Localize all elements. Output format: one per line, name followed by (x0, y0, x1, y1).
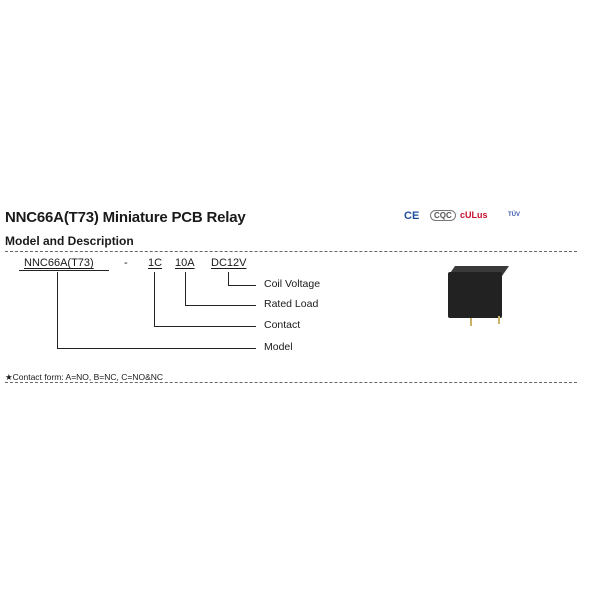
relay-photo (448, 272, 502, 318)
connector-model-h (57, 348, 256, 349)
connector-model-v (57, 272, 58, 348)
ce-mark-icon: CE (404, 210, 420, 222)
tuv-mark-icon: TÜV (508, 212, 520, 218)
section-heading: Model and Description (5, 234, 134, 248)
divider-bottom (5, 382, 577, 383)
code-dash: - (124, 257, 128, 269)
connector-contact-v (154, 272, 155, 326)
code-coil-voltage: DC12V (211, 257, 247, 269)
connector-coil-h (228, 285, 256, 286)
relay-pin (498, 316, 500, 324)
label-rated-load: Rated Load (264, 298, 319, 310)
contact-form-note: ★Contact form: A=NO, B=NC, C=NO&NC (5, 372, 164, 382)
label-contact: Contact (264, 319, 301, 331)
connector-contact-h (154, 326, 256, 327)
connector-coil-v (228, 272, 229, 285)
divider-top (5, 251, 577, 252)
code-model: NNC66A(T73) (24, 257, 94, 269)
relay-pin (470, 318, 472, 326)
label-model: Model (264, 341, 293, 353)
ul-mark-icon: cULus (460, 210, 488, 220)
cqc-mark-icon: CQC (430, 210, 456, 221)
page-title: NNC66A(T73) Miniature PCB Relay (5, 209, 246, 226)
label-coil-voltage: Coil Voltage (264, 278, 321, 290)
code-rated-load: 10A (175, 257, 195, 269)
connector-load-h (185, 305, 256, 306)
code-contact: 1C (148, 257, 163, 269)
connector-load-v (185, 272, 186, 305)
model-underline (19, 270, 109, 271)
